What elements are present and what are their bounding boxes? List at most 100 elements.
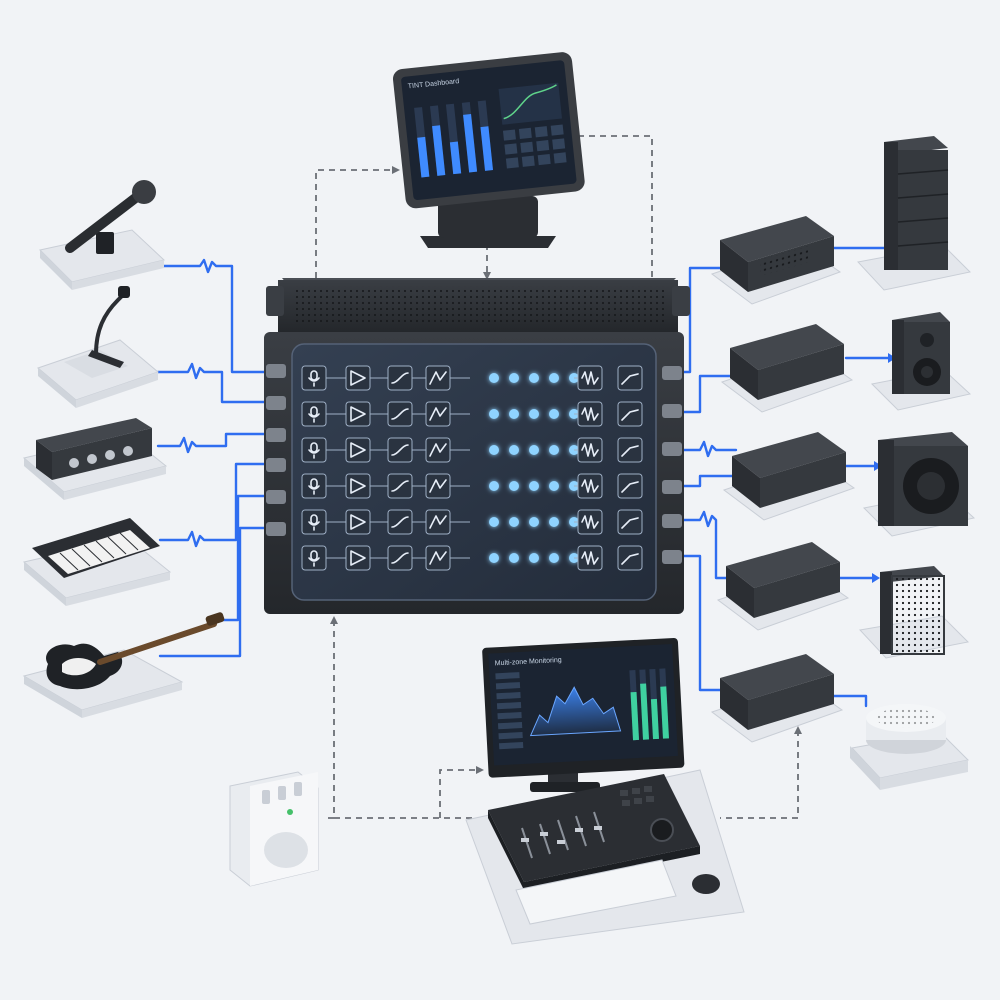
arrow-head xyxy=(794,726,802,734)
output-control-link xyxy=(720,730,799,819)
gain-amp-icon xyxy=(345,437,371,463)
sensor-link xyxy=(324,620,335,819)
crosspoint-node[interactable] xyxy=(489,445,499,455)
channel-strip xyxy=(301,365,470,391)
crosspoint-node[interactable] xyxy=(549,553,559,563)
handheld-microphone[interactable] xyxy=(38,180,166,290)
channel-strip xyxy=(301,437,470,463)
crosspoint-node[interactable] xyxy=(489,409,499,419)
crosspoint-node[interactable] xyxy=(529,553,539,563)
output-strip xyxy=(574,473,643,499)
gain-amp-icon xyxy=(345,401,371,427)
crosspoint-node[interactable] xyxy=(489,373,499,383)
output-strip xyxy=(574,401,643,427)
crosspoint-node[interactable] xyxy=(529,445,539,455)
crosspoint-node[interactable] xyxy=(509,445,519,455)
workstation[interactable]: Multi-zone Monitoring xyxy=(465,637,745,945)
tablet-meters xyxy=(414,100,494,178)
matrix-display xyxy=(291,343,657,601)
amplifiers xyxy=(710,216,856,743)
keyboard xyxy=(515,859,677,925)
jog-wheel xyxy=(650,818,674,842)
crosspoint-node[interactable] xyxy=(489,553,499,563)
bookshelf-speaker[interactable] xyxy=(870,312,972,411)
dynamics-icon xyxy=(425,545,451,571)
control-tablet[interactable]: TINT Dashboard xyxy=(392,51,586,248)
output-strip xyxy=(574,509,643,535)
amplifier-3[interactable] xyxy=(722,432,856,521)
amplifier-1[interactable] xyxy=(710,216,842,305)
eq-curve-icon xyxy=(503,84,557,120)
column-speaker[interactable] xyxy=(859,566,970,659)
gooseneck-mic-icon xyxy=(94,292,126,355)
gain-amp-icon xyxy=(345,365,371,391)
crosspoint-node[interactable] xyxy=(549,517,559,527)
gooseneck-microphone[interactable] xyxy=(37,286,159,408)
input-connectors xyxy=(266,364,286,536)
tablet-link-left xyxy=(315,169,392,278)
monitor-meters xyxy=(629,668,669,741)
amplifier-5[interactable] xyxy=(710,654,844,743)
keyboard-synth[interactable] xyxy=(22,518,172,606)
crosspoint-node[interactable] xyxy=(549,481,559,491)
crosspoint-node[interactable] xyxy=(529,409,539,419)
arrow-head xyxy=(476,766,484,774)
output-connectors xyxy=(662,366,682,564)
line-array-speaker[interactable] xyxy=(857,136,972,291)
crosspoint-node[interactable] xyxy=(549,445,559,455)
status-led xyxy=(287,809,293,815)
rack-ear-right xyxy=(672,286,690,316)
spectrum-analyzer xyxy=(529,686,622,737)
crosspoint-node[interactable] xyxy=(509,553,519,563)
crosspoint-node[interactable] xyxy=(549,373,559,383)
channel-strip xyxy=(301,509,470,535)
mouse-icon xyxy=(692,874,720,894)
output-strip xyxy=(574,545,643,571)
dynamics-icon xyxy=(425,365,451,391)
crosspoint-node[interactable] xyxy=(509,373,519,383)
dynamics-icon xyxy=(425,401,451,427)
line-array-icon xyxy=(884,136,949,270)
tablet-link-right xyxy=(578,135,653,278)
output-strip xyxy=(574,365,643,391)
column-speaker-icon xyxy=(891,575,945,655)
output-strip xyxy=(574,437,643,463)
arrow-head xyxy=(392,166,400,174)
audio-interface[interactable] xyxy=(22,418,168,500)
crosspoint-node[interactable] xyxy=(509,517,519,527)
channel-strips xyxy=(301,365,470,571)
vent-grille xyxy=(292,286,664,324)
crosspoint-node[interactable] xyxy=(549,409,559,419)
subwoofer[interactable] xyxy=(862,432,976,537)
crosspoint-node[interactable] xyxy=(509,409,519,419)
dynamics-icon xyxy=(425,437,451,463)
crosspoint-node[interactable] xyxy=(529,517,539,527)
workstation-link-up xyxy=(439,769,476,818)
amplifier-2[interactable] xyxy=(720,324,854,413)
arrow-head xyxy=(330,616,338,624)
motion-sensor-icon xyxy=(264,832,308,868)
crosspoint-node[interactable] xyxy=(529,373,539,383)
crosspoint-node[interactable] xyxy=(529,481,539,491)
compressor-curve-icon xyxy=(617,401,643,427)
compressor-curve-icon xyxy=(617,545,643,571)
occupancy-sensor[interactable] xyxy=(229,771,319,887)
compressor-curve-icon xyxy=(617,437,643,463)
dynamics-icon xyxy=(425,473,451,499)
ceiling-speaker[interactable] xyxy=(850,704,970,790)
channel-strip xyxy=(301,401,470,427)
arrow-head xyxy=(872,573,880,583)
crosspoint-node[interactable] xyxy=(509,481,519,491)
dynamics-icon xyxy=(425,509,451,535)
rack-ear-left xyxy=(266,286,284,316)
crosspoint-node[interactable] xyxy=(489,481,499,491)
gain-amp-icon xyxy=(345,545,371,571)
output-strips xyxy=(574,365,643,571)
electric-guitar[interactable] xyxy=(22,611,225,718)
crosspoint-node[interactable] xyxy=(489,517,499,527)
routing-matrix xyxy=(470,373,579,563)
microphone-icon xyxy=(65,191,143,253)
amplifier-4[interactable] xyxy=(716,542,850,631)
channel-strip xyxy=(301,545,470,571)
